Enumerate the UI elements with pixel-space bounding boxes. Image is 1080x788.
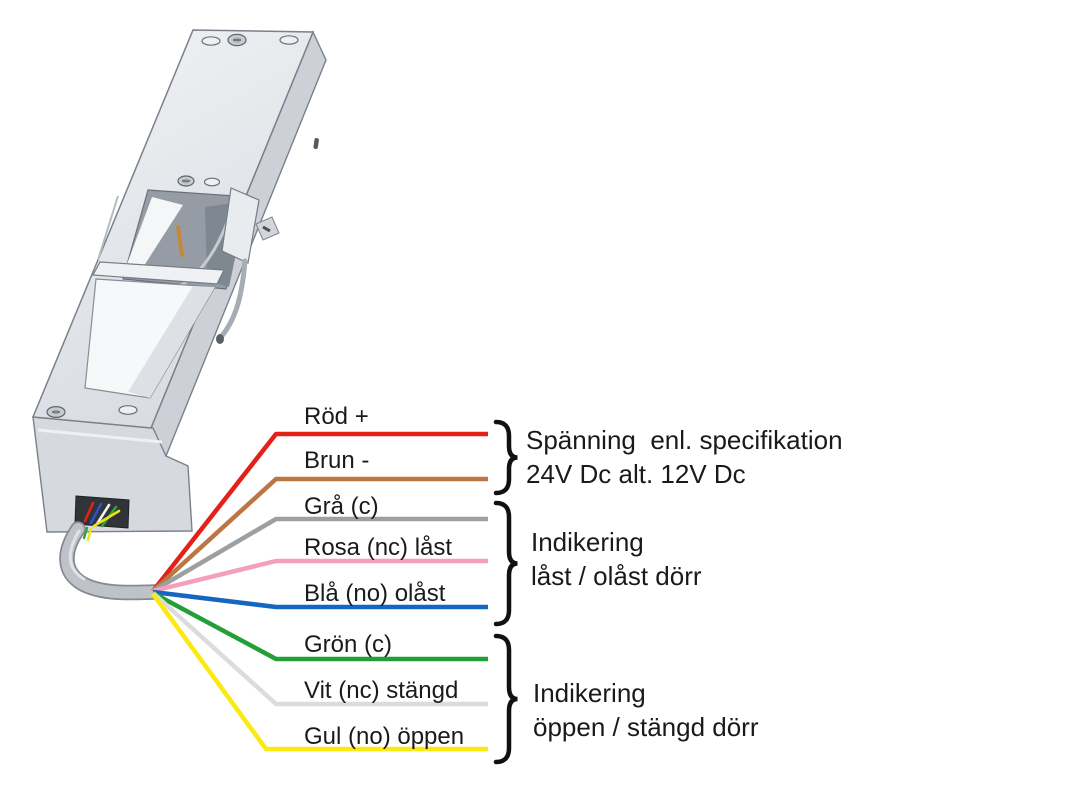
pivot-arm <box>218 258 248 340</box>
wire-red <box>151 431 488 593</box>
cable-highlight <box>68 529 86 581</box>
oval-slot-hole <box>118 405 138 415</box>
wire-yellow <box>151 592 488 752</box>
wire-gray <box>151 516 488 593</box>
power-spec-line1: Spänning enl. specifikation <box>526 425 843 455</box>
cavity-highlight <box>127 197 183 272</box>
middle-mounting-holes <box>177 175 221 187</box>
strike-lip-line <box>97 195 119 261</box>
brass-pin <box>176 225 184 257</box>
connector-recess <box>74 495 130 542</box>
brace-power <box>493 419 518 496</box>
top-mounting-holes <box>201 33 299 47</box>
strand-yellow <box>92 509 121 528</box>
electric-strike-device <box>31 29 327 601</box>
wire-fan <box>151 431 488 752</box>
keeper-bracket <box>216 187 280 344</box>
wire-label-white: Vit (nc) stängd <box>304 677 458 704</box>
strand-blue <box>89 502 103 525</box>
bracket-plate <box>221 187 260 264</box>
bottom-mounting-holes <box>46 405 138 419</box>
oval-slot-hole <box>203 177 221 187</box>
pivot-tip <box>216 334 224 344</box>
wire-label-green: Grön (c) <box>304 631 392 658</box>
wire-label-red: Röd + <box>304 403 369 430</box>
oval-slot-hole <box>201 36 221 46</box>
lock-indication-line2: låst / olåst dörr <box>531 561 702 591</box>
cable-sheath <box>61 523 161 599</box>
side-face-slot <box>313 138 319 150</box>
strand-red <box>83 501 95 523</box>
door-indication-line1: Indikering <box>533 678 646 708</box>
wire-green <box>151 591 488 662</box>
wire-label-blue: Blå (no) olåst <box>304 580 446 607</box>
end-block-bevel-highlight <box>37 428 163 444</box>
strand-yellow <box>86 527 93 542</box>
wire-label-gray: Grå (c) <box>304 493 379 520</box>
lower-opening-shade <box>128 286 215 398</box>
wire-label-pink: Rosa (nc) låst <box>304 534 452 561</box>
group-braces <box>493 419 518 765</box>
lock-indication-line1: Indikering <box>531 527 644 557</box>
group-annotations: Spänning enl. specifikation 24V Dc alt. … <box>526 425 843 742</box>
cable <box>59 521 163 601</box>
side-tab-slot <box>262 225 271 233</box>
brace-lock-indication <box>493 500 518 627</box>
wire-pink <box>152 558 488 594</box>
strand-white <box>95 503 111 526</box>
power-spec-line2: 24V Dc alt. 12V Dc <box>526 459 746 489</box>
oval-slot-hole <box>279 35 299 45</box>
wire-labels: Röd + Brun - Grå (c) Rosa (nc) låst Blå … <box>304 403 464 750</box>
recess-opening <box>74 495 130 529</box>
wire-white <box>151 591 488 707</box>
lower-cavity <box>84 195 225 399</box>
wire-brown <box>151 476 488 593</box>
shelf-bar <box>92 261 225 285</box>
wire-label-brown: Brun - <box>304 447 369 474</box>
device-end-block <box>32 416 193 533</box>
strand-green <box>82 526 89 540</box>
wire-blue <box>152 589 488 610</box>
door-indication-line2: öppen / stängd dörr <box>533 712 759 742</box>
brace-door-indication <box>493 633 518 765</box>
wire-label-yellow: Gul (no) öppen <box>304 723 464 750</box>
